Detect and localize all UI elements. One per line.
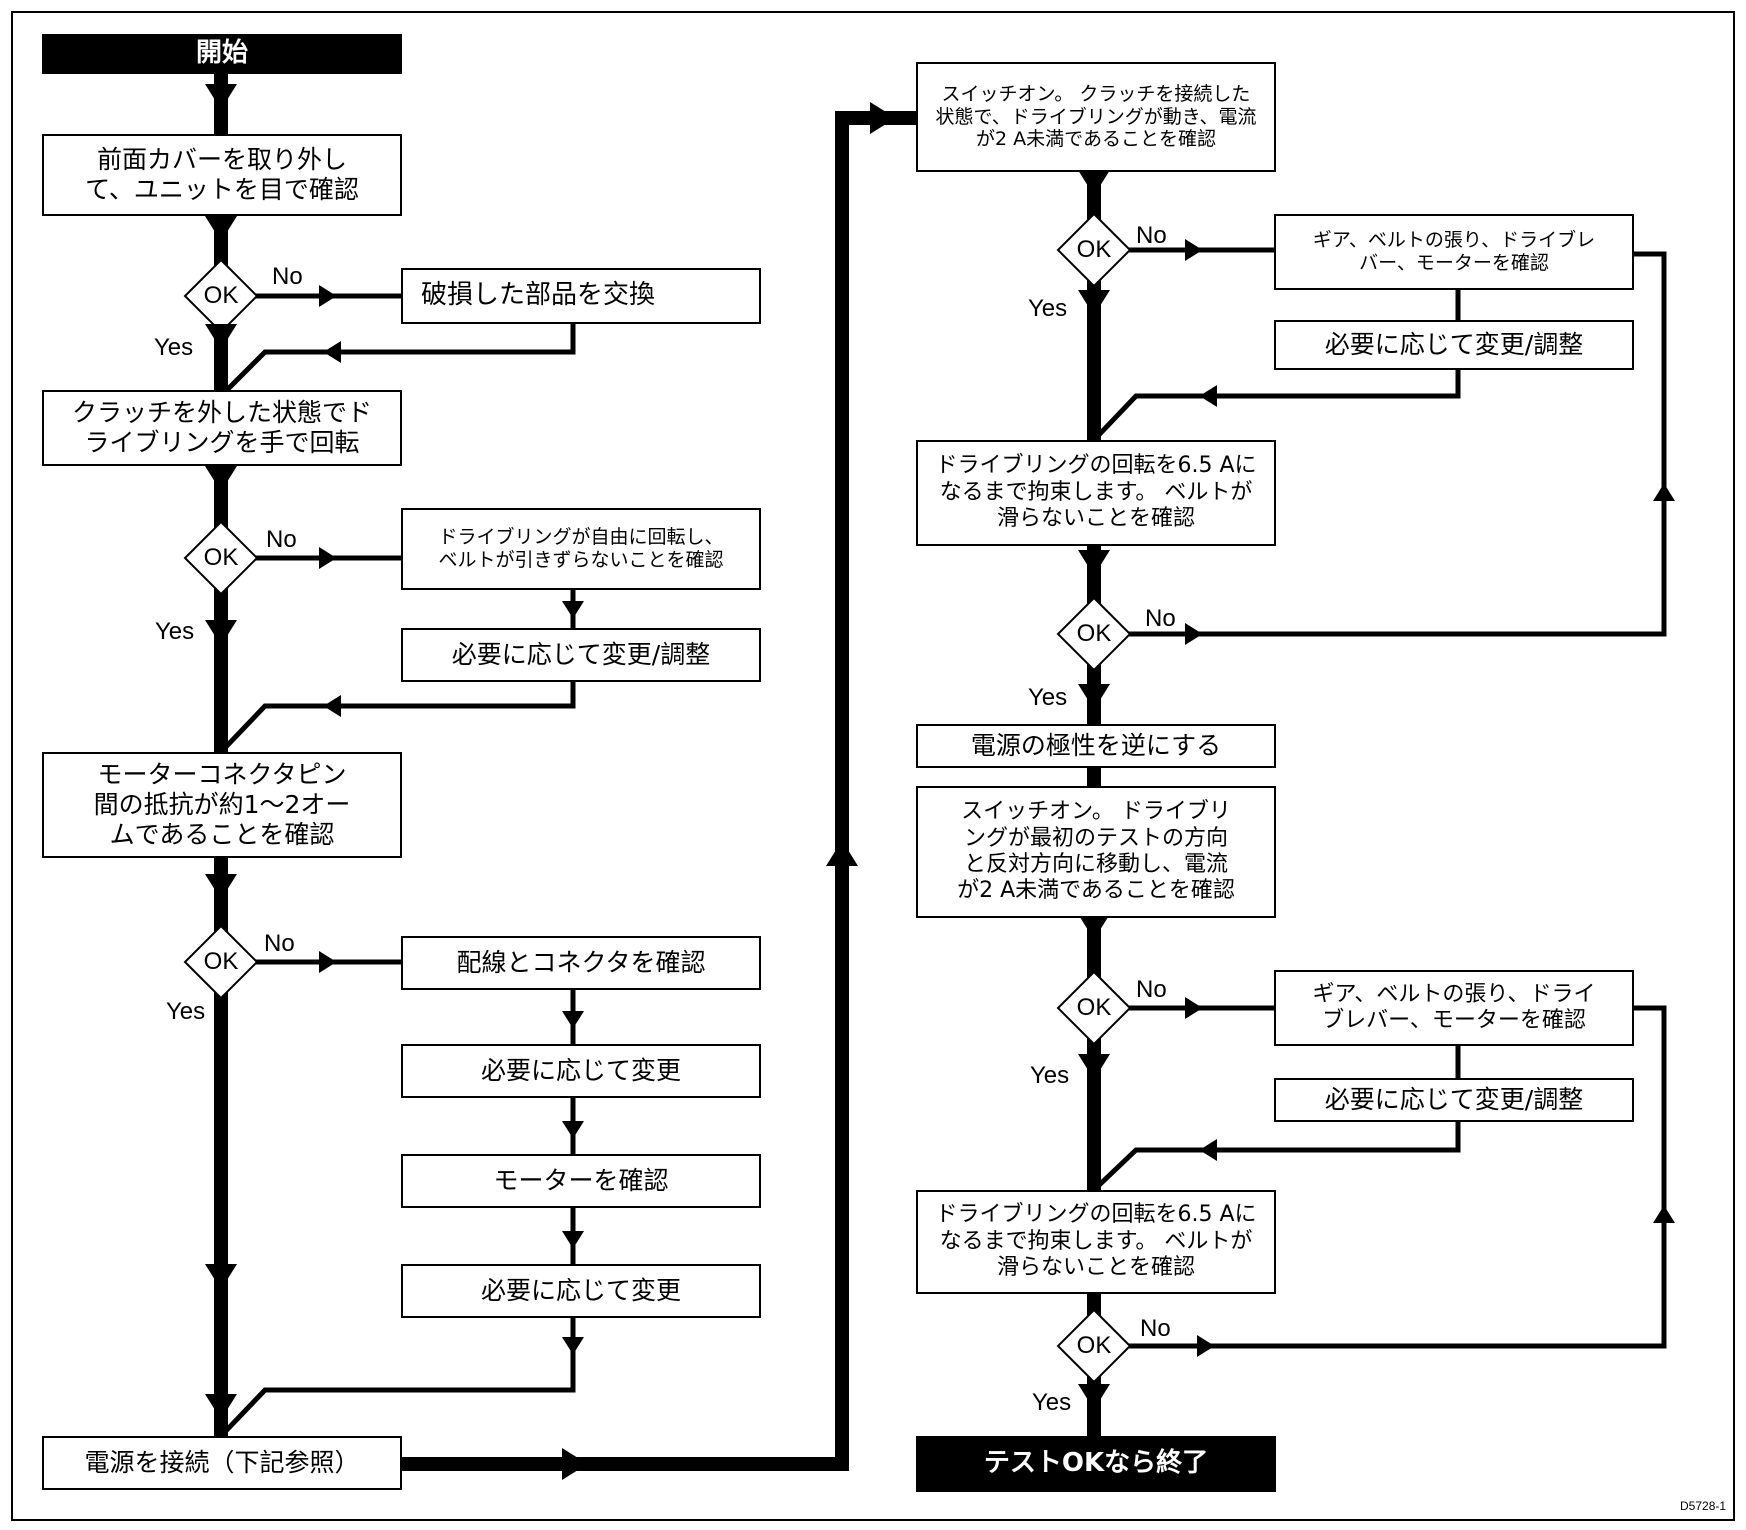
replace-parts-step: 破損した部品を交換 [401,268,761,324]
arrowhead-37 [1078,170,1110,196]
no-label-3: No [264,930,295,957]
switch-on-step-1: スイッチオン。 クラッチを接続した 状態で、ドライブリングが動き、電流 が2 A… [916,62,1276,172]
decision-diamond-24 [183,924,259,1000]
end-terminal: テストOKなら終了 [916,1436,1276,1492]
remove-cover-step: 前面カバーを取り外し て、ユニットを目で確認 [42,134,402,216]
arrowhead-41 [1078,914,1110,940]
yes-label-6: Yes [1030,1062,1070,1089]
no-label-2: No [266,526,297,553]
arrowhead-31 [205,324,237,350]
decision-ok-5: OK [1076,620,1112,647]
arrowhead-48 [319,547,337,569]
decision-diamond-28 [1056,1308,1132,1384]
arrowhead-42 [1078,1054,1110,1080]
arrowhead-61 [1199,385,1217,407]
arrowhead-38 [1078,290,1110,316]
decision-ok-6: OK [1076,994,1112,1021]
arrowhead-47 [319,285,337,307]
arrowhead-45 [826,840,858,866]
change-adjust-step-1: 必要に応じて変更/調整 [401,628,761,682]
no-label-7: No [1140,1315,1171,1342]
arrowhead-33 [205,620,237,646]
arrowhead-57 [1185,239,1203,261]
arrowhead-52 [562,601,584,619]
no-label-6: No [1136,976,1167,1003]
arrowhead-29 [205,84,237,110]
arrowhead-44 [562,1448,588,1480]
check-resistance-step: モーターコネクタピン 間の抵抗が約1〜2オー ムであることを確認 [42,752,402,858]
connector-line-21 [1126,1005,1667,1349]
arrowhead-64 [1653,1205,1675,1223]
figure-code: D5728-1 [1680,1499,1727,1513]
connector-line-16 [1090,367,1461,444]
arrowhead-36 [205,1394,237,1420]
no-label-5: No [1145,605,1176,632]
start-terminal: 開始 [42,34,402,74]
arrowhead-62 [1199,1139,1217,1161]
decision-diamond-27 [1056,970,1132,1046]
change-adjust-step-3: 必要に応じて変更/調整 [1274,1078,1634,1122]
no-label-1: No [272,263,303,290]
connector-line-20 [1090,1119,1461,1194]
decision-diamond-26 [1056,596,1132,672]
connector-line-17 [1126,251,1667,637]
check-motor-step: モーターを確認 [401,1154,761,1208]
rotate-by-hand-step: クラッチを外した状態でド ライブリングを手で回転 [42,390,402,466]
yes-label-5: Yes [1028,684,1068,711]
restrain-rotation-step-1: ドライブリングの回転を6.5 Aに なるまで拘束します。 ベルトが 滑らないこと… [916,440,1276,546]
arrowhead-40 [1078,684,1110,710]
arrowhead-55 [562,1231,584,1249]
yes-label-2: Yes [155,618,195,645]
change-step-1: 必要に応じて変更 [401,1044,761,1098]
arrowhead-60 [1197,1335,1215,1357]
restrain-rotation-step-2: ドライブリングの回転を6.5 Aに なるまで拘束します。 ベルトが 滑らないこと… [916,1190,1276,1294]
figure-frame [11,11,1735,1521]
decision-ok-7: OK [1076,1332,1112,1359]
no-label-4: No [1136,222,1167,249]
connector-line-11 [217,1315,576,1440]
arrowhead-43 [1078,1384,1110,1410]
decision-ok-1: OK [203,282,239,309]
check-free-rotation-step: ドライブリングが自由に回転し、 ベルトが引きずらないことを確認 [401,508,761,590]
arrowhead-32 [205,466,237,492]
arrowhead-46 [870,102,896,134]
arrowhead-39 [1078,550,1110,576]
yes-label-7: Yes [1032,1389,1072,1416]
change-adjust-step-2: 必要に応じて変更/調整 [1274,320,1634,370]
arrowhead-51 [323,695,341,717]
arrowhead-49 [319,951,337,973]
arrowhead-63 [1653,483,1675,501]
switch-on-step-2: スイッチオン。 ドライブリ ングが最初のテストの方向 と反対方向に移動し、電流 … [916,786,1276,918]
decision-ok-2: OK [203,544,239,571]
connect-power-step: 電源を接続（下記参照） [42,1436,402,1490]
check-gear-step-2: ギア、ベルトの張り、ドライ ブレバー、モーターを確認 [1274,970,1634,1046]
decision-diamond-25 [1056,212,1132,288]
arrowhead-59 [1185,997,1203,1019]
reverse-polarity-step: 電源の極性を逆にする [916,724,1276,768]
arrowhead-34 [205,874,237,900]
decision-diamond-23 [183,520,259,596]
check-wiring-step: 配線とコネクタを確認 [401,936,761,990]
check-gear-step-1: ギア、ベルトの張り、ドライブレ バー、モーターを確認 [1274,214,1634,290]
yes-label-1: Yes [154,334,194,361]
connector-line-6 [217,679,576,756]
change-step-2: 必要に応じて変更 [401,1264,761,1318]
decision-ok-3: OK [203,948,239,975]
connector-line-3 [217,321,576,400]
arrowhead-54 [562,1121,584,1139]
arrowhead-30 [205,216,237,242]
decision-ok-4: OK [1076,236,1112,263]
arrowhead-35 [205,1264,237,1290]
arrowhead-58 [1185,623,1203,645]
yes-label-3: Yes [166,998,206,1025]
arrowhead-56 [562,1337,584,1355]
arrowhead-53 [562,1011,584,1029]
yes-label-4: Yes [1028,295,1068,322]
arrowhead-50 [323,341,341,363]
